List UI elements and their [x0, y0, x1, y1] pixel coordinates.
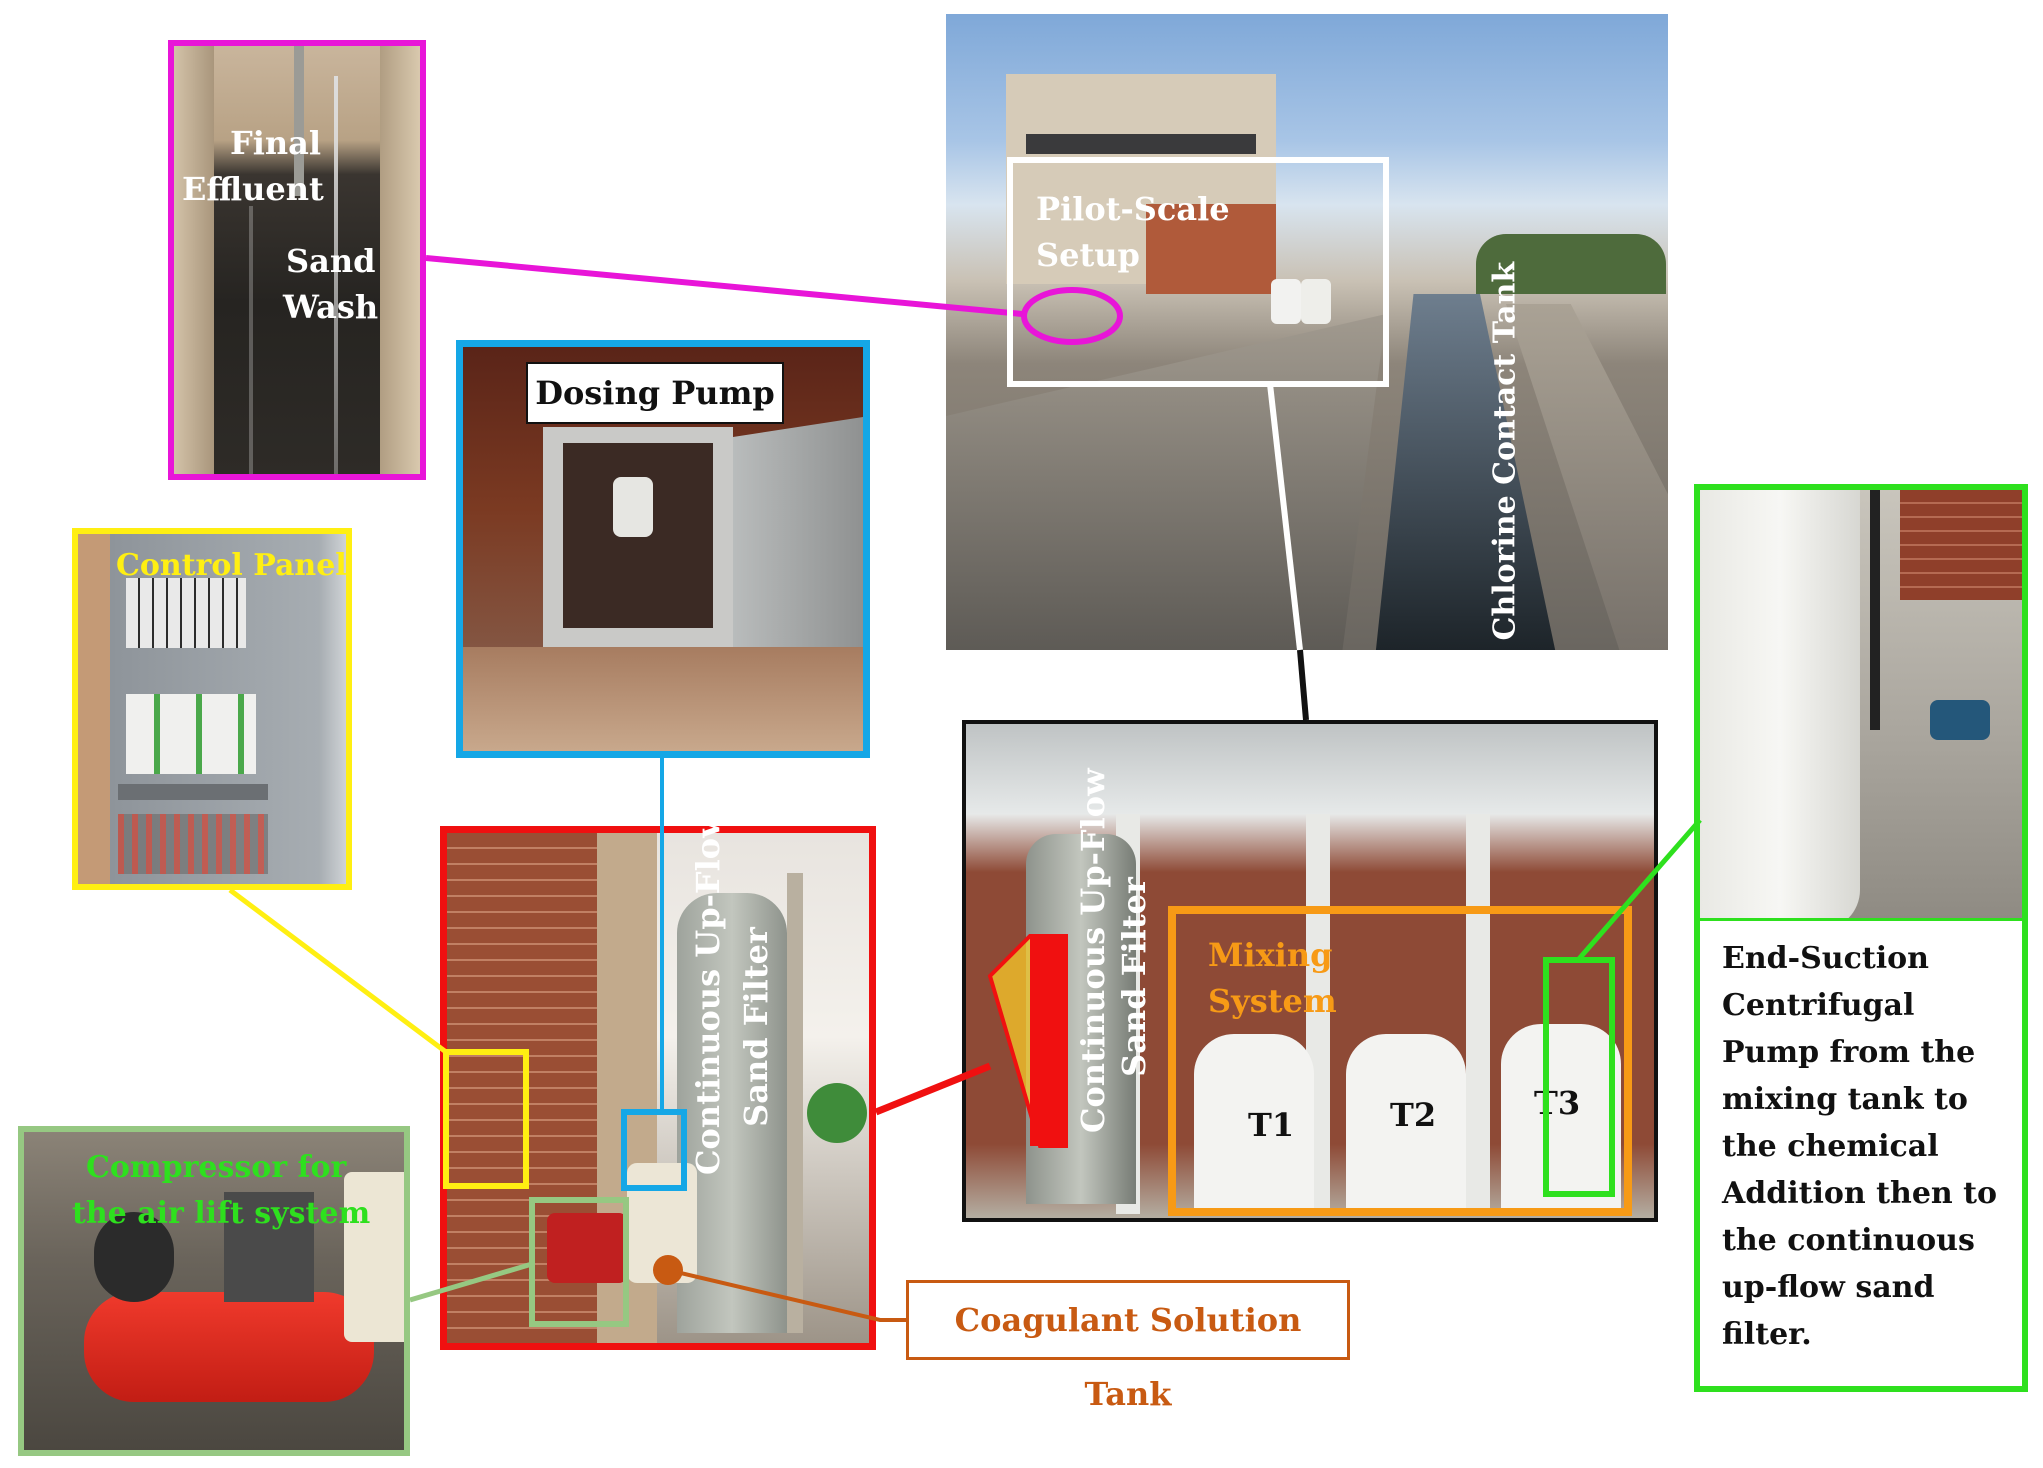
highlight-control-panel [443, 1049, 529, 1189]
pump-desc-line-5: the chemical [1722, 1129, 1939, 1164]
connector-centrifugal-pump [1576, 818, 1702, 962]
connector-pilot-white [1267, 383, 1303, 651]
pump-desc-line-7: the continuous [1722, 1223, 1975, 1258]
pump-desc-line-1: End-Suction [1722, 941, 1929, 976]
compressor-label-line1: Compressor for [86, 1150, 347, 1185]
final-effluent-label-line1: Final [230, 124, 322, 162]
highlight-pilot-scale [1007, 157, 1389, 387]
pump-desc-line-9: filter. [1722, 1317, 1812, 1352]
highlight-dosing-pump [621, 1109, 687, 1191]
highlight-compressor [529, 1197, 629, 1327]
pump-desc-line-2: Centrifugal [1722, 988, 1915, 1023]
centrifugal-pump-description: End-Suction Centrifugal Pump from the mi… [1694, 918, 2028, 1392]
connector-final-effluent [425, 255, 1023, 317]
pump-desc-line-4: mixing tank to [1722, 1082, 1968, 1117]
connector-control-panel [228, 888, 448, 1054]
connector-coagulant [667, 1268, 906, 1322]
control-panel-photo [72, 528, 352, 890]
sand-wash-label-line2: Wash [283, 288, 379, 326]
mixing-system-label-line1: Mixing [1208, 936, 1333, 974]
mixing-system-label-line2: System [1208, 982, 1337, 1020]
pilot-scale-site-photo [946, 14, 1668, 650]
control-panel-label: Control Panel [116, 548, 347, 583]
highlight-centrifugal-pump [1543, 957, 1615, 1197]
connector-sand-filter [874, 1062, 992, 1116]
connector-pilot-black [1297, 649, 1309, 721]
centrifugal-pump-photo [1694, 484, 2028, 918]
tank-t3-label: T3 [1534, 1084, 1581, 1122]
final-effluent-label-line2: Effluent [182, 170, 324, 208]
dosing-pump-label: Dosing Pump [526, 362, 784, 424]
compressor-label-line2: the air lift system [72, 1196, 371, 1231]
pump-desc-line-6: Addition then to [1722, 1176, 1998, 1211]
highlight-mixing-system [1168, 906, 1632, 1216]
highlight-sand-filter-bar [1030, 936, 1066, 1146]
sand-wash-label-line1: Sand [286, 242, 376, 280]
final-effluent-photo [168, 40, 426, 480]
tank-t1-label: T1 [1248, 1106, 1295, 1144]
pump-desc-line-3: Pump from the [1722, 1035, 1976, 1070]
connector-compressor [409, 1261, 533, 1303]
tank-t2-label: T2 [1390, 1096, 1437, 1134]
coagulant-tank-label: Coagulant Solution Tank [906, 1280, 1350, 1413]
highlight-effluent-spot [1021, 287, 1123, 345]
compressor-photo [18, 1126, 410, 1456]
pump-desc-line-8: up-flow sand [1722, 1270, 1935, 1305]
pilot-scale-label-line2: Setup [1036, 236, 1140, 274]
pilot-scale-label-line1: Pilot-Scale [1036, 190, 1230, 228]
